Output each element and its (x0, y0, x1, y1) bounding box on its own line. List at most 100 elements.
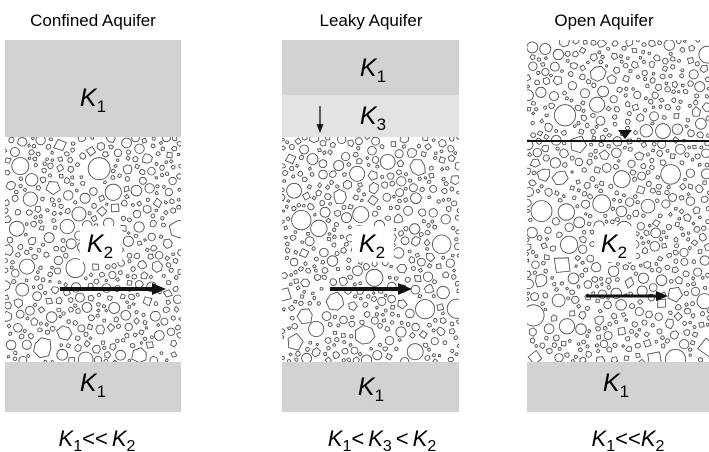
sediment-grain (155, 151, 161, 157)
sediment-grain (687, 246, 692, 251)
sediment-grain (610, 206, 615, 212)
sediment-grain (544, 254, 550, 261)
sediment-grain (426, 223, 431, 228)
sediment-grain (93, 278, 100, 285)
sediment-grain (71, 206, 87, 222)
sediment-grain (528, 327, 537, 337)
sediment-grain (589, 65, 607, 82)
sediment-grain (636, 185, 646, 195)
sediment-grain (101, 151, 109, 158)
sediment-grain (641, 319, 648, 326)
sediment-grain (399, 320, 404, 325)
sediment-grain (527, 291, 530, 296)
sediment-grain (649, 241, 661, 252)
sediment-grain (104, 278, 109, 283)
sediment-grain (454, 280, 459, 287)
sediment-grain (46, 311, 58, 323)
layer-label-k2: K2 (601, 230, 627, 262)
sediment-grain (700, 276, 705, 280)
sediment-grain (455, 229, 459, 235)
sediment-grain (134, 279, 144, 290)
sediment-grain (679, 182, 687, 191)
sediment-grain (35, 151, 41, 157)
sediment-grain (424, 247, 430, 251)
sediment-grain (5, 214, 12, 224)
sediment-grain (37, 306, 46, 314)
sediment-grain (341, 152, 351, 162)
sediment-grain (121, 137, 132, 149)
sediment-grain (56, 325, 73, 341)
sediment-grain (282, 170, 289, 177)
sediment-grain (104, 264, 111, 270)
sediment-grain (176, 141, 181, 147)
sediment-grain (610, 287, 622, 299)
sediment-grain (59, 218, 75, 234)
sediment-grain (654, 84, 662, 92)
sediment-grain (5, 148, 8, 153)
sediment-grain (8, 137, 15, 144)
sediment-grain (590, 112, 596, 118)
sediment-grain (580, 260, 585, 265)
sediment-grain (647, 351, 662, 362)
sediment-grain (561, 162, 568, 168)
sediment-grain (613, 106, 621, 113)
sediment-grain (694, 93, 700, 99)
sediment-grain (684, 302, 689, 307)
sediment-grain (549, 157, 561, 169)
sediment-grain (27, 332, 34, 340)
sediment-grain (633, 130, 638, 135)
sediment-grain (24, 222, 29, 226)
sediment-grain (578, 73, 586, 81)
sediment-grain (549, 245, 556, 252)
sediment-grain (66, 319, 71, 325)
confining-layer-bottom (282, 362, 459, 412)
sediment-grain (651, 219, 661, 228)
sediment-grain (692, 145, 697, 150)
sediment-grain (150, 143, 156, 149)
sediment-grain (113, 359, 117, 362)
sediment-grain (324, 137, 331, 141)
sediment-grain (423, 238, 431, 247)
sediment-grain (325, 291, 345, 311)
sediment-grain (117, 270, 123, 275)
sediment-grain (544, 122, 553, 133)
sediment-grain (400, 236, 410, 246)
sediment-grain (630, 60, 639, 69)
sediment-grain (532, 270, 538, 275)
sediment-grain (637, 298, 644, 306)
sediment-grain (640, 198, 656, 214)
sediment-grain (44, 208, 50, 213)
sediment-grain (604, 219, 609, 224)
sediment-grain (284, 153, 297, 165)
sediment-grain (565, 286, 570, 291)
aquifer-sediment (5, 137, 181, 362)
sediment-grain (694, 153, 701, 160)
sediment-grain (527, 278, 534, 289)
sediment-grain (125, 149, 132, 155)
sediment-grain (659, 236, 664, 242)
sediment-grain (370, 296, 378, 303)
sediment-grain (688, 320, 693, 325)
sediment-grain (110, 175, 116, 181)
sediment-grain (691, 221, 696, 226)
sediment-grain (454, 215, 459, 221)
sediment-grain (305, 267, 311, 274)
sediment-grain (673, 206, 679, 211)
sediment-grain (309, 171, 315, 177)
sediment-grain (28, 149, 35, 156)
sediment-grain (585, 60, 590, 65)
sediment-grain (178, 163, 181, 169)
sediment-grain (586, 158, 593, 166)
sediment-grain (176, 204, 181, 210)
sediment-grain (63, 176, 71, 184)
sediment-grain (52, 225, 58, 231)
sediment-grain (428, 208, 438, 218)
sediment-grain (313, 213, 317, 217)
sediment-grain (594, 124, 599, 130)
sediment-grain (668, 51, 673, 56)
sediment-grain (673, 243, 679, 249)
sediment-grain (673, 113, 680, 119)
sediment-grain (5, 207, 9, 214)
sediment-grain (43, 251, 50, 258)
sediment-grain (697, 162, 702, 167)
